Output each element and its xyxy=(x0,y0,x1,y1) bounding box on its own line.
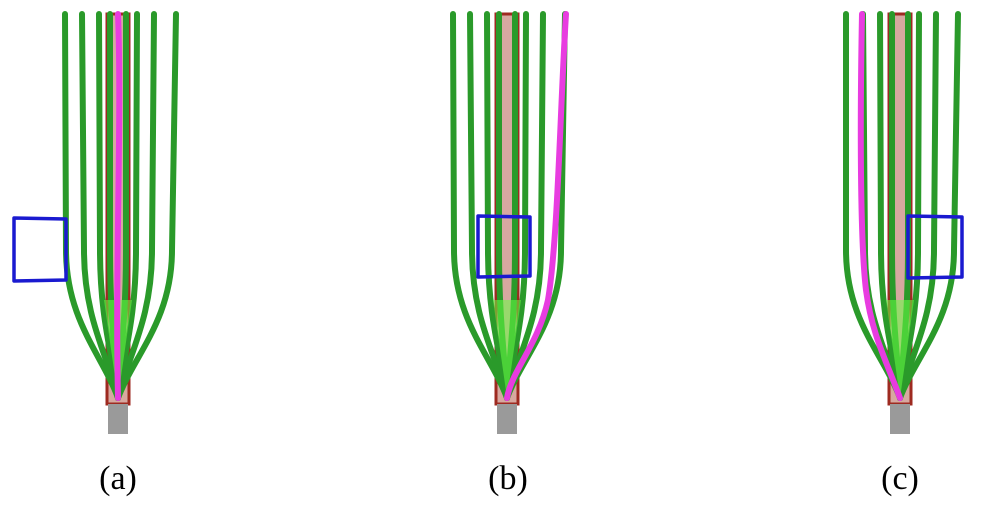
candidate-path xyxy=(115,11,179,401)
panel-b xyxy=(450,11,569,434)
panel-a xyxy=(12,11,179,434)
instrument-handle xyxy=(890,404,910,434)
selected-path xyxy=(114,11,123,401)
panel-c-caption: (c) xyxy=(881,460,919,497)
candidate-path xyxy=(897,11,961,401)
target-region-box xyxy=(906,214,964,280)
selected-path xyxy=(504,11,569,401)
target-region-box xyxy=(12,216,68,283)
converging-stem xyxy=(493,300,521,398)
panel-c xyxy=(843,11,964,434)
panel-a-caption: (a) xyxy=(99,460,137,497)
instrument-handle xyxy=(497,404,517,434)
selected-path xyxy=(857,11,903,401)
target-region-box xyxy=(476,214,532,279)
instrument-handle xyxy=(108,404,128,434)
converging-stem xyxy=(886,300,914,398)
panel-b-caption: (b) xyxy=(488,460,528,497)
